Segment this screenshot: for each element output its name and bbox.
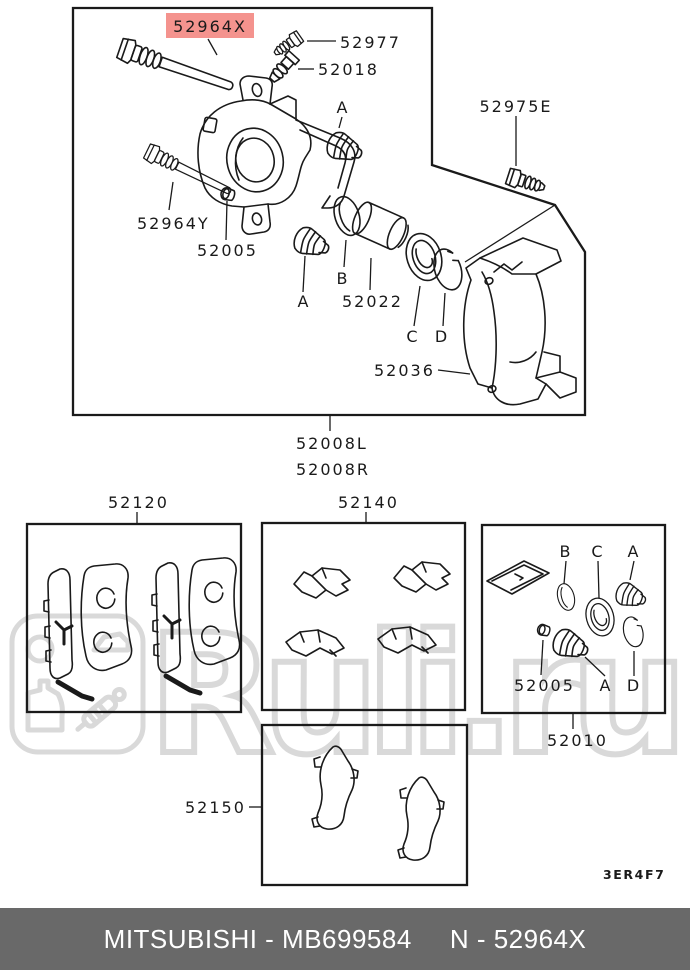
callout-letter-b: B xyxy=(337,269,350,288)
kit-callout-letter-c: C xyxy=(591,542,604,561)
part-label-52005-kit[interactable]: 52005 xyxy=(514,676,575,695)
repair-kit-box xyxy=(480,523,667,715)
kit-callout-letter-d: D xyxy=(627,676,641,695)
caliper-drawing xyxy=(197,75,356,235)
kit-callout-letter-a1: A xyxy=(628,542,641,561)
part-label-52010[interactable]: 52010 xyxy=(547,731,608,750)
part-label-52008l[interactable]: 52008L xyxy=(296,434,368,453)
callout-letter-a-mid: A xyxy=(298,292,311,311)
part-label-52150[interactable]: 52150 xyxy=(185,798,246,817)
bleeder-screw-drawing xyxy=(265,49,301,86)
part-label-52022[interactable]: 52022 xyxy=(342,292,403,311)
footer-bar: MITSUBISHI - MB699584 N - 52964X xyxy=(0,908,690,970)
watermark: Ruli.ru xyxy=(9,596,690,794)
pad-kit-box xyxy=(25,522,243,714)
part-label-52964y[interactable]: 52964Y xyxy=(137,214,210,233)
callout-letter-c: C xyxy=(406,327,419,346)
repair-kit-drawing xyxy=(486,560,650,666)
kit-callout-letter-b: B xyxy=(560,542,573,561)
shim-kit-box xyxy=(260,723,469,887)
footer-brand-part: MITSUBISHI - MB699584 xyxy=(103,923,412,954)
callout-letter-d: D xyxy=(435,327,449,346)
footer-selected-part: N - 52964X xyxy=(449,923,587,954)
kit-callout-letter-a2: A xyxy=(600,676,613,695)
main-assembly-box xyxy=(71,6,587,431)
part-label-52140[interactable]: 52140 xyxy=(338,493,399,512)
part-label-52964x[interactable]: 52964X xyxy=(173,17,247,36)
callout-letter-a-top: A xyxy=(337,98,350,117)
part-label-52975e[interactable]: 52975E xyxy=(479,97,552,116)
parts-diagram: Ruli.ru xyxy=(9,6,690,887)
part-label-52120[interactable]: 52120 xyxy=(108,493,169,512)
part-label-52018[interactable]: 52018 xyxy=(318,60,379,79)
part-label-52008r[interactable]: 52008R xyxy=(296,460,370,479)
highlighted-part[interactable]: 52964X xyxy=(166,13,254,56)
part-label-52005-top[interactable]: 52005 xyxy=(197,241,258,260)
bracket-drawing xyxy=(462,237,577,406)
hardware-kit-box xyxy=(260,521,467,712)
guide-pin-upper-drawing xyxy=(115,35,238,99)
pin-boot-mid-drawing xyxy=(289,223,335,264)
lock-bolt-drawing xyxy=(270,29,305,60)
piston-drawing xyxy=(351,201,409,251)
piston-seal-c-drawing xyxy=(399,228,449,286)
watermark-text: Ruli.ru xyxy=(148,599,688,791)
part-label-52977[interactable]: 52977 xyxy=(340,33,401,52)
part-label-52036[interactable]: 52036 xyxy=(374,361,435,380)
watermark-logo xyxy=(9,613,146,755)
highlighted-part-bg[interactable] xyxy=(166,13,254,38)
pin-bushing-drawing xyxy=(218,185,237,203)
drawing-code: 3ER4F7 xyxy=(603,867,665,882)
